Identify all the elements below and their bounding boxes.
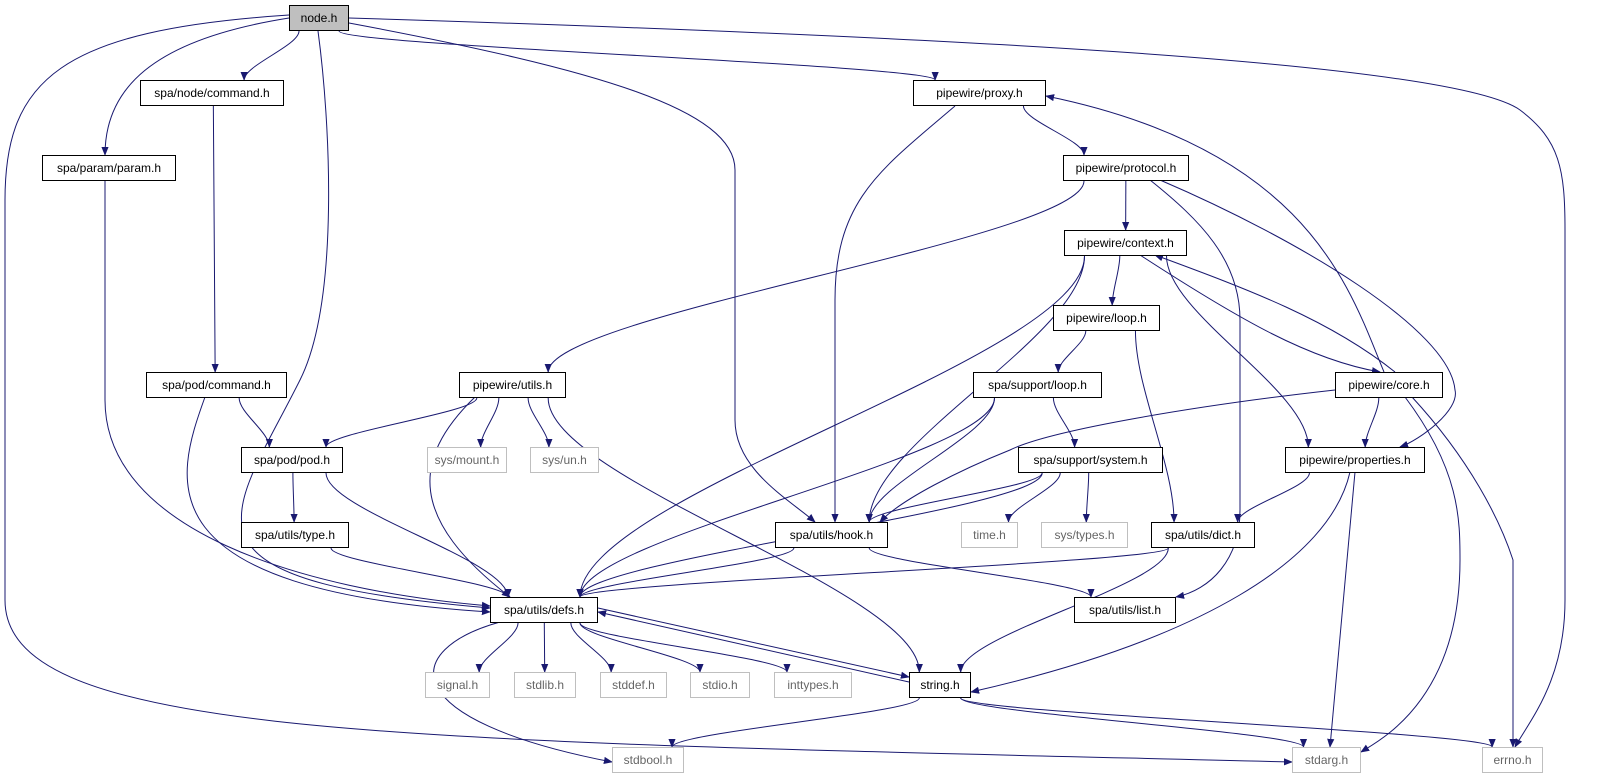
graph-node-context[interactable]: pipewire/context.h <box>1064 230 1187 256</box>
edge-props-to-dict <box>1234 472 1310 523</box>
graph-node-nodecmd[interactable]: spa/node/command.h <box>140 80 284 106</box>
edge-system-to-systypes <box>1082 472 1090 523</box>
edge-node-to-stdarg <box>4 14 1293 766</box>
edge-defs-to-stdio <box>579 622 704 673</box>
edge-pod-to-defs <box>325 472 512 598</box>
graph-node-stdarg: stdarg.h <box>1292 747 1361 773</box>
edge-param-to-defs <box>104 180 491 609</box>
graph-node-defs[interactable]: spa/utils/defs.h <box>490 597 598 623</box>
edge-context-to-pwloop <box>1108 255 1121 306</box>
edge-hook-to-list <box>868 547 1095 598</box>
edge-context-to-props <box>1166 255 1312 448</box>
graph-node-time: time.h <box>961 522 1018 548</box>
edge-podcmd-to-pod <box>238 397 273 448</box>
edge-proxy-to-hook <box>831 105 956 523</box>
edge-context-to-defs <box>576 255 1085 598</box>
edge-defs-to-string <box>597 607 910 679</box>
graph-node-un: sys/un.h <box>530 447 599 473</box>
edge-utils-to-pod <box>322 397 478 448</box>
graph-node-hook[interactable]: spa/utils/hook.h <box>775 522 888 548</box>
graph-node-node: node.h <box>289 5 349 31</box>
graph-node-system[interactable]: spa/support/system.h <box>1018 447 1163 473</box>
graph-node-param[interactable]: spa/param/param.h <box>42 155 176 181</box>
edge-utils-to-string <box>547 397 923 673</box>
edge-utils-to-un <box>527 397 553 448</box>
edge-hook-to-defs <box>576 547 795 598</box>
graph-node-type[interactable]: spa/utils/type.h <box>241 522 349 548</box>
graph-node-stdio: stdio.h <box>690 672 750 698</box>
edge-protocol-to-props <box>1159 179 1456 448</box>
edge-node-to-nodecmd <box>240 30 300 81</box>
edge-utils-to-mount <box>477 397 500 448</box>
graph-node-stddef: stddef.h <box>600 672 667 698</box>
edge-context-to-core <box>1139 254 1381 375</box>
edge-core-to-context <box>1154 254 1396 373</box>
graph-node-proxy[interactable]: pipewire/proxy.h <box>913 80 1046 106</box>
edge-pwloop-to-dict <box>1134 330 1178 523</box>
edge-protocol-to-list <box>1149 179 1241 599</box>
edge-utils-to-defs <box>429 396 511 598</box>
edge-defs-to-stddef <box>570 622 615 673</box>
graph-node-dict[interactable]: spa/utils/dict.h <box>1151 522 1255 548</box>
edge-proxy-to-protocol <box>1022 105 1088 156</box>
edge-core-to-hook <box>879 389 1336 523</box>
edge-props-to-string <box>970 471 1351 694</box>
graph-node-sloop[interactable]: spa/support/loop.h <box>973 372 1102 398</box>
edge-dict-to-string <box>957 547 1169 673</box>
edge-dict-to-defs <box>576 547 1169 598</box>
edge-string-to-stdbool <box>668 697 920 748</box>
graph-node-props[interactable]: pipewire/properties.h <box>1285 447 1425 473</box>
edge-system-to-time <box>1004 472 1061 523</box>
edge-core-to-stdarg <box>1360 396 1461 753</box>
edge-defs-to-inttypes <box>579 622 791 673</box>
graph-node-string[interactable]: string.h <box>909 672 971 698</box>
edge-defs-to-signal <box>475 622 519 673</box>
edge-type-to-defs <box>330 547 512 598</box>
graph-node-pod[interactable]: spa/pod/pod.h <box>241 447 343 473</box>
edge-node-to-defs <box>241 30 491 611</box>
graph-node-stdbool: stdbool.h <box>612 747 684 773</box>
edge-core-to-errno <box>1411 396 1517 748</box>
graph-node-podcmd[interactable]: spa/pod/command.h <box>146 372 287 398</box>
edge-props-to-stdarg <box>1327 471 1356 748</box>
edge-string-to-defs <box>597 610 910 683</box>
graph-node-stdlib: stdlib.h <box>514 672 576 698</box>
edge-node-to-errno <box>348 17 1566 748</box>
graph-node-utils[interactable]: pipewire/utils.h <box>459 372 566 398</box>
edge-pod-to-type <box>290 472 298 523</box>
graph-node-errno: errno.h <box>1482 747 1543 773</box>
edge-nodecmd-to-podcmd <box>211 105 219 373</box>
edge-string-to-errno <box>960 697 1496 748</box>
graph-node-list[interactable]: spa/utils/list.h <box>1074 597 1176 623</box>
edge-core-to-proxy <box>1045 94 1385 373</box>
edge-node-to-hook <box>348 22 816 523</box>
edge-podcmd-to-defs <box>186 396 491 616</box>
graph-node-pwloop[interactable]: pipewire/loop.h <box>1053 305 1160 331</box>
edge-sloop-to-defs <box>576 397 995 598</box>
graph-node-protocol[interactable]: pipewire/protocol.h <box>1063 155 1189 181</box>
edge-pwloop-to-sloop <box>1054 330 1087 373</box>
edge-sloop-to-system <box>1052 397 1079 448</box>
edge-core-to-props <box>1361 397 1380 448</box>
edge-node-to-param <box>101 17 290 156</box>
graph-node-inttypes: inttypes.h <box>774 672 852 698</box>
graph-node-core[interactable]: pipewire/core.h <box>1335 372 1443 398</box>
graph-node-mount: sys/mount.h <box>427 447 507 473</box>
graph-node-signal: signal.h <box>425 672 490 698</box>
edge-sloop-to-hook <box>865 397 995 523</box>
graph-node-systypes: sys/types.h <box>1041 522 1128 548</box>
edge-system-to-hook <box>865 472 1043 523</box>
edge-string-to-stdarg <box>960 697 1307 748</box>
edge-protocol-to-utils <box>544 180 1085 373</box>
edge-node-to-proxy <box>338 30 939 81</box>
